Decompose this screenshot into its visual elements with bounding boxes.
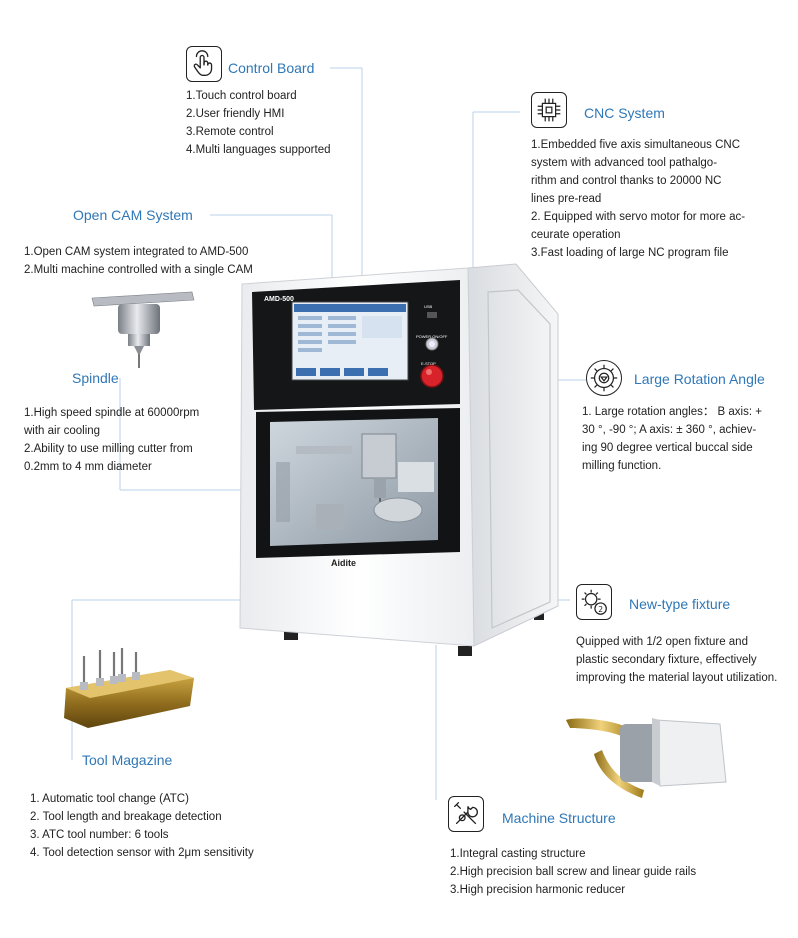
brand-logo: Aidite [331, 558, 357, 568]
fixture-description: Quipped with 1/2 open fixture and plasti… [576, 636, 778, 684]
svg-text:2: 2 [598, 605, 603, 614]
list-item: 1. Automatic tool change (ATC) [30, 793, 189, 805]
list-item: 4.Multi languages supported [186, 144, 331, 156]
spindle-description: 1.High speed spindle at 60000rpm with ai… [24, 407, 200, 473]
list-item: 1.Integral casting structure [450, 848, 586, 860]
machine-model-label: AMD-500 [264, 296, 294, 303]
list-item: 2. Tool length and breakage detection [30, 811, 222, 823]
chip-icon [531, 92, 567, 128]
fixture-image [566, 718, 727, 798]
rotation-gear-icon [586, 360, 622, 396]
list-item: 3. ATC tool number: 6 tools [30, 829, 169, 841]
list-item: 4. Tool detection sensor with 2μm sensit… [30, 847, 254, 859]
fixture-title: New-type fixture [629, 596, 731, 612]
rotation-description: 1. Large rotation angles： B axis: + 30 °… [582, 406, 762, 472]
list-item: 3.High precision harmonic reducer [450, 884, 626, 896]
gear-2-icon: 2 [576, 584, 612, 620]
list-item: 1.Open CAM system integrated to AMD-500 [24, 246, 249, 258]
control-board-title: Control Board [228, 60, 315, 76]
usb-label: USB [424, 304, 433, 309]
list-item: 2.High precision ball screw and linear g… [450, 866, 697, 878]
list-item: 2.User friendly HMI [186, 108, 285, 120]
tools-icon [448, 796, 484, 832]
spindle-image [91, 291, 195, 368]
machine-structure-list: 1.Integral casting structure 2.High prec… [450, 845, 696, 899]
open-cam-title: Open CAM System [73, 207, 193, 223]
milling-machine-image [239, 263, 559, 656]
control-board-list: 1.Touch control board 2.User friendly HM… [186, 87, 331, 159]
spindle-title: Spindle [72, 370, 119, 386]
tool-magazine-title: Tool Magazine [82, 752, 173, 768]
cnc-system-description: 1.Embedded five axis simultaneous CNC sy… [531, 139, 746, 259]
tool-magazine-list: 1. Automatic tool change (ATC) 2. Tool l… [30, 790, 254, 862]
list-item: 1.Touch control board [186, 90, 297, 102]
list-item: 3.Remote control [186, 126, 274, 138]
touch-hand-icon [186, 46, 222, 82]
cnc-system-title: CNC System [584, 105, 665, 121]
open-cam-list: 1.Open CAM system integrated to AMD-500 … [24, 243, 253, 279]
estop-label: E-STOP [421, 361, 436, 366]
tool-magazine-image [64, 648, 194, 728]
power-label: POWER ON/OFF [416, 334, 448, 339]
machine-structure-title: Machine Structure [502, 810, 616, 826]
rotation-title: Large Rotation Angle [634, 371, 765, 387]
list-item: 2.Multi machine controlled with a single… [24, 264, 253, 276]
